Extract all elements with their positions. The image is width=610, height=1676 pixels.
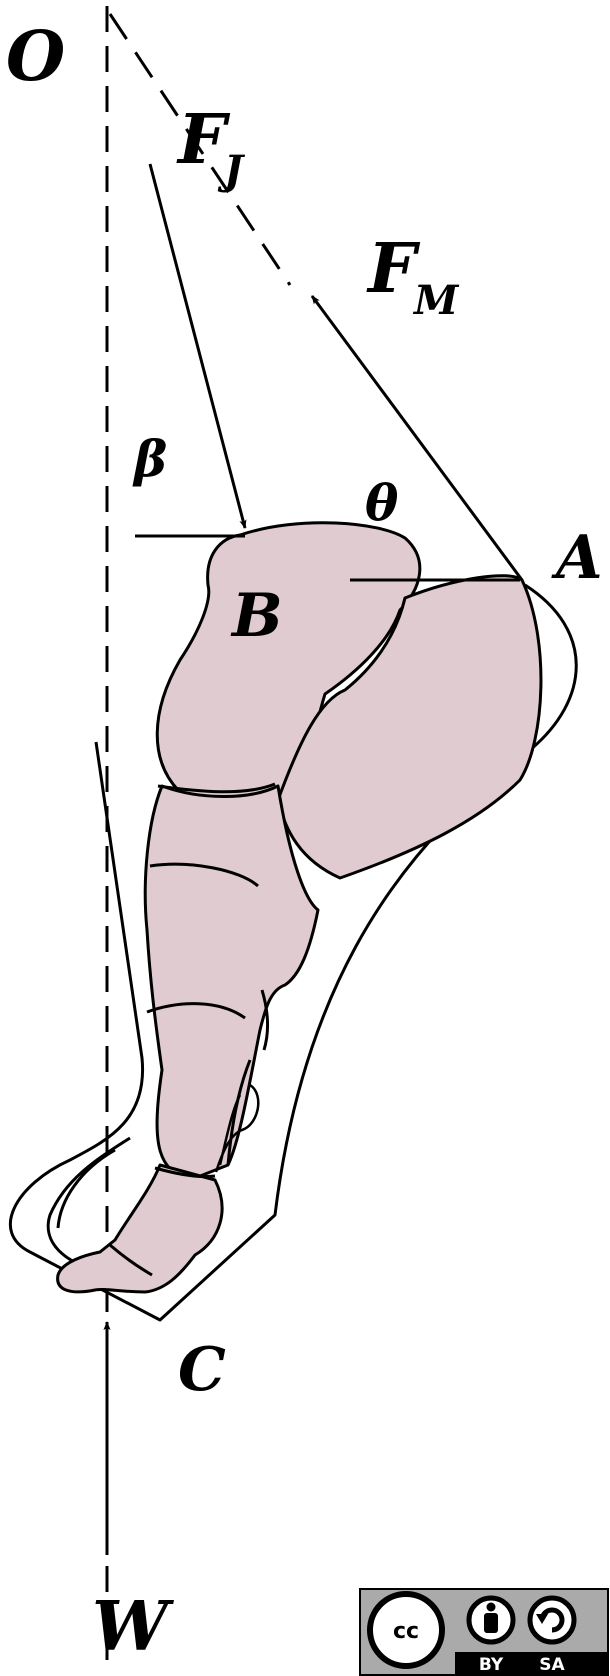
label-fj: F xyxy=(176,100,231,180)
label-o: O xyxy=(6,17,65,97)
body-outline xyxy=(9,583,578,1322)
license-sa-text: SA xyxy=(539,1655,565,1675)
cc-by-sa-badge: cc BY SA xyxy=(359,1588,609,1676)
label-fm-subscript: M xyxy=(412,277,460,324)
calf xyxy=(276,574,543,880)
label-b: B xyxy=(230,581,283,651)
joint-force-arrow xyxy=(148,163,247,529)
muscle-line-of-action xyxy=(108,13,292,286)
label-theta: θ xyxy=(365,473,399,532)
shin xyxy=(143,784,320,1182)
foot xyxy=(56,1163,224,1294)
attribution-icon xyxy=(466,1595,516,1645)
label-fm: F xyxy=(366,229,421,309)
cc-logo-icon: cc xyxy=(367,1591,445,1669)
svg-text:cc: cc xyxy=(393,1619,419,1644)
muscle-force-arrow xyxy=(310,295,524,581)
license-by-text: BY xyxy=(479,1655,504,1675)
leg-segment-lines xyxy=(109,782,276,1277)
heel-strap xyxy=(214,1083,260,1173)
label-w: W xyxy=(92,1587,174,1667)
label-c: C xyxy=(178,1335,226,1405)
share-alike-icon xyxy=(527,1595,577,1645)
label-a: A xyxy=(551,523,603,593)
label-beta: β xyxy=(132,429,167,488)
